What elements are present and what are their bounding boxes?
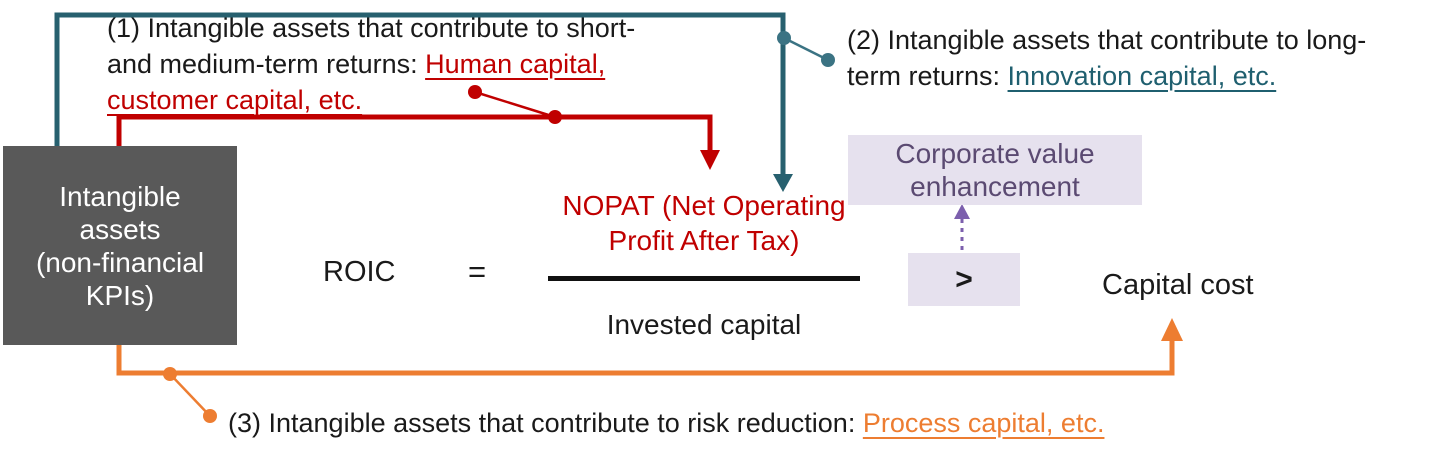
- arrow-risk-reduction: [116, 340, 1175, 376]
- callout-dot-long-term-b: [821, 53, 835, 67]
- capital-cost-label: Capital cost: [1102, 269, 1254, 301]
- arrow-risk-reduction-head: [1161, 318, 1183, 341]
- annotation1-human-capital-link: Human capital,: [425, 49, 606, 79]
- intangible-assets-box: Intangible assets (non-financial KPIs): [3, 146, 237, 345]
- annotation3-prefix: (3) Intangible assets that contribute to…: [228, 408, 863, 438]
- corporate-box-line1: Corporate value: [895, 138, 1095, 169]
- greater-than-operator: >: [955, 262, 973, 296]
- callout-line-long-term: [783, 36, 829, 62]
- corporate-box-line2: enhancement: [910, 171, 1080, 202]
- source-box-line4: KPIs): [85, 279, 155, 311]
- roic-label: ROIC: [323, 256, 396, 288]
- numerator-line1: NOPAT (Net Operating: [562, 190, 846, 221]
- corporate-value-box: Corporate value enhancement: [848, 135, 1142, 205]
- fraction-bar: [548, 276, 860, 281]
- source-box-line3: (non-financial: [35, 246, 205, 278]
- callout-line-risk: [169, 373, 211, 417]
- callout-dot-risk-a: [163, 367, 177, 381]
- annotation-risk-reduction: (3) Intangible assets that contribute to…: [228, 406, 1104, 440]
- annotation-long-term: (2) Intangible assets that contribute to…: [847, 22, 1366, 94]
- annotation3-process-capital-link: Process capital, etc.: [862, 408, 1105, 438]
- callout-dot-risk-b: [203, 409, 217, 423]
- annotation2-innovation-capital-link: Innovation capital, etc.: [1007, 61, 1277, 91]
- formula-denominator: Invested capital: [606, 309, 802, 340]
- annotation1-line1: (1) Intangible assets that contribute to…: [107, 13, 636, 43]
- annotation-short-medium-term: (1) Intangible assets that contribute to…: [107, 10, 635, 118]
- numerator-line2: Profit After Tax): [608, 225, 800, 256]
- annotation2-line2-prefix: term returns:: [847, 61, 1008, 91]
- callout-dot-long-term-a: [777, 31, 791, 45]
- arrow-short-medium-term-head: [700, 150, 720, 170]
- annotation1-line2-prefix: and medium-term returns:: [107, 49, 426, 79]
- source-box-line1: Intangible: [59, 180, 181, 212]
- arrow-corporate-value-head: [954, 204, 970, 219]
- source-box-line2: assets: [79, 213, 161, 245]
- formula-numerator: NOPAT (Net Operating Profit After Tax): [504, 188, 904, 258]
- annotation2-line1: (2) Intangible assets that contribute to…: [847, 25, 1367, 55]
- annotation1-customer-capital-link: customer capital, etc.: [107, 85, 363, 115]
- greater-than-box: >: [908, 253, 1020, 306]
- equals-sign: =: [468, 254, 487, 289]
